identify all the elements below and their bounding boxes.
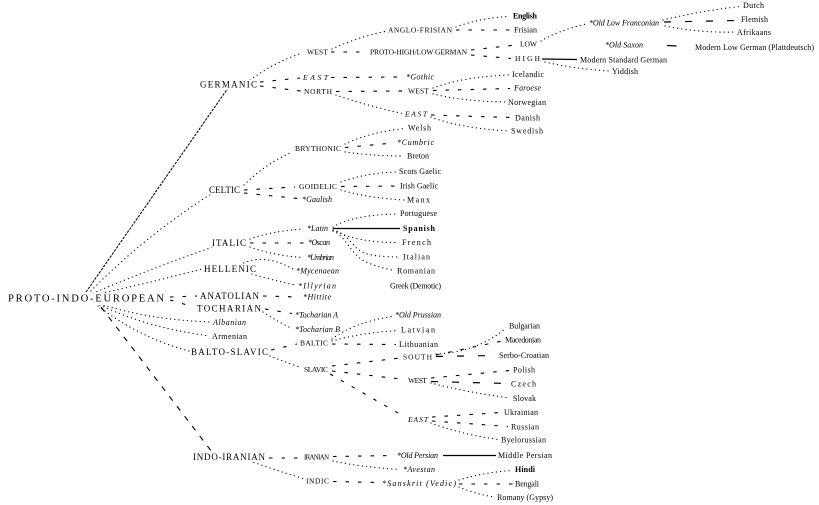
- svg-text:IRANIAN: IRANIAN: [304, 455, 329, 462]
- svg-text:GOIDELIC: GOIDELIC: [299, 182, 337, 191]
- svg-text:PROTO-HIGH/LOW GERMAN: PROTO-HIGH/LOW GERMAN: [370, 48, 468, 57]
- svg-text:Afrikaans: Afrikaans: [737, 28, 771, 37]
- svg-text:SOUTH: SOUTH: [403, 353, 433, 362]
- svg-text:WEST: WEST: [408, 376, 427, 385]
- svg-text:SLAVIC: SLAVIC: [304, 365, 328, 374]
- svg-text:BRYTHONIC: BRYTHONIC: [295, 144, 341, 153]
- svg-text:ANGLO-FRISIAN: ANGLO-FRISIAN: [388, 26, 453, 35]
- svg-text:Faroese: Faroese: [513, 84, 541, 93]
- svg-text:WEST: WEST: [408, 87, 429, 96]
- svg-text:Latvian: Latvian: [401, 326, 435, 335]
- svg-text:*Umbrian: *Umbrian: [307, 253, 334, 262]
- svg-text:Romanian: Romanian: [397, 267, 435, 276]
- svg-text:Greek (Demotic): Greek (Demotic): [390, 282, 441, 291]
- svg-text:PROTO-INDO-EUROPEAN: PROTO-INDO-EUROPEAN: [8, 294, 164, 305]
- svg-text:Polish: Polish: [513, 366, 535, 375]
- svg-text:Middle Persian: Middle Persian: [498, 451, 552, 460]
- svg-text:WEST: WEST: [307, 48, 328, 57]
- svg-text:Irish Gaelic: Irish Gaelic: [400, 182, 438, 191]
- svg-text:Czech: Czech: [511, 380, 536, 389]
- svg-text:Yiddish: Yiddish: [612, 67, 638, 76]
- svg-text:Swedish: Swedish: [511, 127, 543, 136]
- svg-text:Spanish: Spanish: [403, 224, 436, 233]
- svg-text:*Gaulish: *Gaulish: [302, 195, 332, 204]
- svg-text:Modern Low German (Plattdeuts: Modern Low German (Plattdeutsch): [695, 43, 814, 52]
- svg-text:Armenian: Armenian: [212, 332, 247, 341]
- svg-text:*Old Saxon: *Old Saxon: [605, 41, 643, 50]
- svg-text:HELLENIC: HELLENIC: [204, 264, 256, 274]
- svg-text:Serbo-Croatian: Serbo-Croatian: [499, 351, 549, 360]
- svg-text:Hindi: Hindi: [515, 465, 536, 474]
- svg-text:*Old Persian: *Old Persian: [397, 451, 438, 460]
- svg-text:Frisian: Frisian: [514, 26, 537, 35]
- svg-text:*Cumbric: *Cumbric: [397, 138, 434, 147]
- svg-text:Norwegian: Norwegian: [508, 98, 546, 107]
- svg-text:*Latin: *Latin: [307, 224, 328, 233]
- svg-text:HIGH: HIGH: [515, 54, 541, 63]
- svg-text:Bengali: Bengali: [515, 480, 540, 489]
- svg-text:BALTIC: BALTIC: [300, 339, 328, 348]
- svg-text:Danish: Danish: [515, 114, 540, 123]
- svg-text:*Sanskrit (Vedic): *Sanskrit (Vedic): [382, 479, 456, 488]
- svg-text:Slovak: Slovak: [513, 394, 536, 403]
- svg-text:*Tocharian B: *Tocharian B: [295, 325, 340, 334]
- svg-text:*Hittite: *Hittite: [303, 293, 331, 302]
- svg-text:Albanian: Albanian: [212, 318, 246, 327]
- svg-text:*Mycenaean: *Mycenaean: [296, 267, 339, 276]
- svg-text:Byelorussian: Byelorussian: [501, 436, 546, 445]
- svg-text:TOCHARIAN: TOCHARIAN: [197, 304, 262, 314]
- svg-text:*Avestan: *Avestan: [403, 465, 435, 474]
- svg-text:ANATOLIAN: ANATOLIAN: [200, 291, 260, 301]
- svg-text:CELTIC: CELTIC: [209, 185, 240, 195]
- svg-text:*Old Low Franconian: *Old Low Franconian: [589, 19, 659, 28]
- svg-text:Icelandic: Icelandic: [512, 70, 544, 79]
- svg-text:*Gothic: *Gothic: [406, 73, 434, 82]
- svg-text:GERMANIC: GERMANIC: [200, 80, 257, 90]
- svg-text:Scots Gaelic: Scots Gaelic: [399, 167, 441, 176]
- svg-text:Russian: Russian: [511, 423, 539, 432]
- svg-text:Ukrainian: Ukrainian: [504, 408, 538, 417]
- svg-text:NORTH: NORTH: [304, 87, 333, 96]
- svg-text:EAST: EAST: [407, 415, 429, 424]
- svg-text:*Old Prussian: *Old Prussian: [395, 311, 441, 320]
- svg-text:Manx: Manx: [407, 196, 430, 205]
- svg-text:INDO-IRANIAN: INDO-IRANIAN: [193, 452, 266, 462]
- svg-text:Flemish: Flemish: [741, 15, 768, 24]
- svg-text:Breton: Breton: [407, 152, 429, 161]
- svg-text:Macedonian: Macedonian: [505, 336, 541, 345]
- svg-text:Welsh: Welsh: [408, 124, 431, 133]
- svg-text:ITALIC: ITALIC: [212, 238, 246, 248]
- svg-text:Modern Standard German: Modern Standard German: [580, 56, 667, 65]
- svg-text:LOW: LOW: [520, 40, 538, 49]
- svg-text:Portuguese: Portuguese: [400, 209, 437, 218]
- svg-text:*Tocharian A: *Tocharian A: [295, 311, 338, 320]
- svg-text:French: French: [402, 238, 431, 247]
- svg-text:INDIC: INDIC: [306, 477, 329, 486]
- svg-text:English: English: [513, 12, 538, 21]
- svg-text:*Oscan: *Oscan: [308, 238, 330, 247]
- svg-text:*Illyrian: *Illyrian: [298, 282, 336, 291]
- svg-text:Dutch: Dutch: [743, 1, 764, 10]
- svg-text:Bulgarian: Bulgarian: [509, 322, 540, 331]
- svg-text:Lithuanian: Lithuanian: [399, 340, 438, 349]
- svg-text:BALTO-SLAVIC: BALTO-SLAVIC: [191, 347, 268, 357]
- svg-text:Italian: Italian: [403, 253, 430, 262]
- svg-text:Romany (Gypsy): Romany (Gypsy): [497, 493, 553, 502]
